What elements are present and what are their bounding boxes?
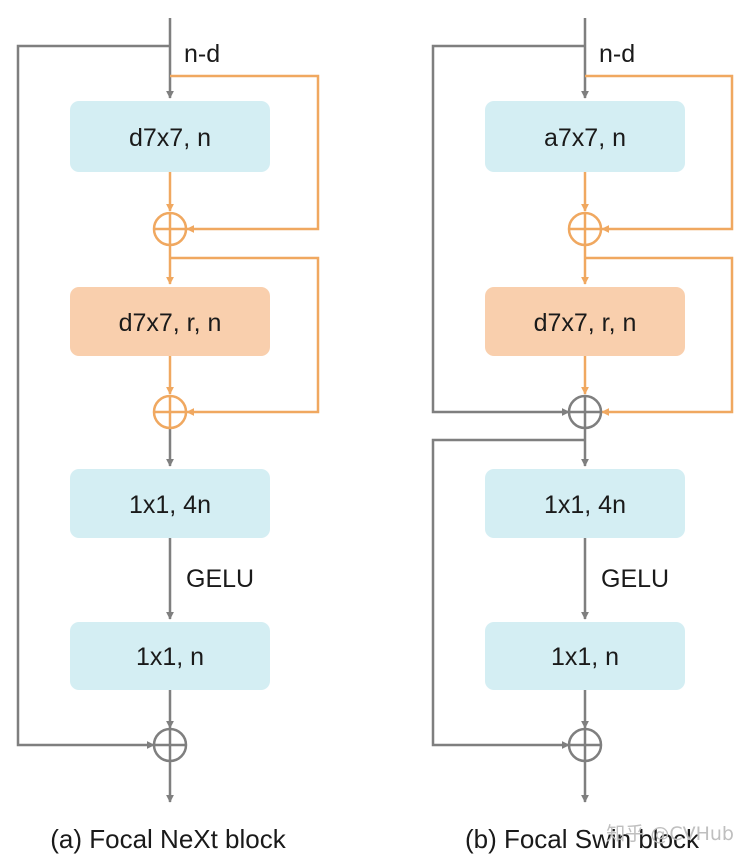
box3-label-b: 1x1, 4n xyxy=(544,491,626,519)
orange-skip-1-b xyxy=(585,74,734,233)
box4-label-b: 1x1, n xyxy=(551,643,619,671)
box1-b xyxy=(485,101,685,172)
box4-a xyxy=(70,622,270,690)
box3-label-a: 1x1, 4n xyxy=(129,491,211,519)
plus-circle-3-b xyxy=(567,727,603,763)
plus-circle-1-a xyxy=(152,211,188,247)
box4-label-a: 1x1, n xyxy=(136,643,204,671)
outer-skip-a xyxy=(16,44,170,749)
box2-b xyxy=(485,287,685,356)
input-label-b: n-d xyxy=(599,40,635,68)
input-label-a: n-d xyxy=(184,40,220,68)
box3-b xyxy=(485,469,685,538)
orange-skip-1-a xyxy=(170,74,320,233)
box2-label-b: d7x7, r, n xyxy=(534,309,637,337)
diagram-a xyxy=(16,18,320,803)
diagram-b xyxy=(431,18,734,803)
box2-a xyxy=(70,287,270,356)
activation-label-a: GELU xyxy=(186,565,254,593)
caption-b: (b) Focal Swin block xyxy=(465,824,700,854)
plus-circle-2-b xyxy=(567,394,603,430)
plus-circle-3-a xyxy=(152,727,188,763)
outer-skip-2-b xyxy=(431,438,585,749)
box1-label-b: a7x7, n xyxy=(544,124,626,152)
activation-label-b: GELU xyxy=(601,565,669,593)
watermark: 知乎 @CVHub xyxy=(606,823,734,845)
box3-a xyxy=(70,469,270,538)
box1-a xyxy=(70,101,270,172)
caption-a: (a) Focal NeXt block xyxy=(50,824,287,854)
outer-skip-1-b xyxy=(431,44,585,416)
orange-skip-2-a xyxy=(170,256,320,416)
plus-circle-2-a xyxy=(152,394,188,430)
box2-label-a: d7x7, r, n xyxy=(119,309,222,337)
orange-skip-2-b xyxy=(585,256,734,416)
plus-circle-1-b xyxy=(567,211,603,247)
box4-b xyxy=(485,622,685,690)
box1-label-a: d7x7, n xyxy=(129,124,211,152)
